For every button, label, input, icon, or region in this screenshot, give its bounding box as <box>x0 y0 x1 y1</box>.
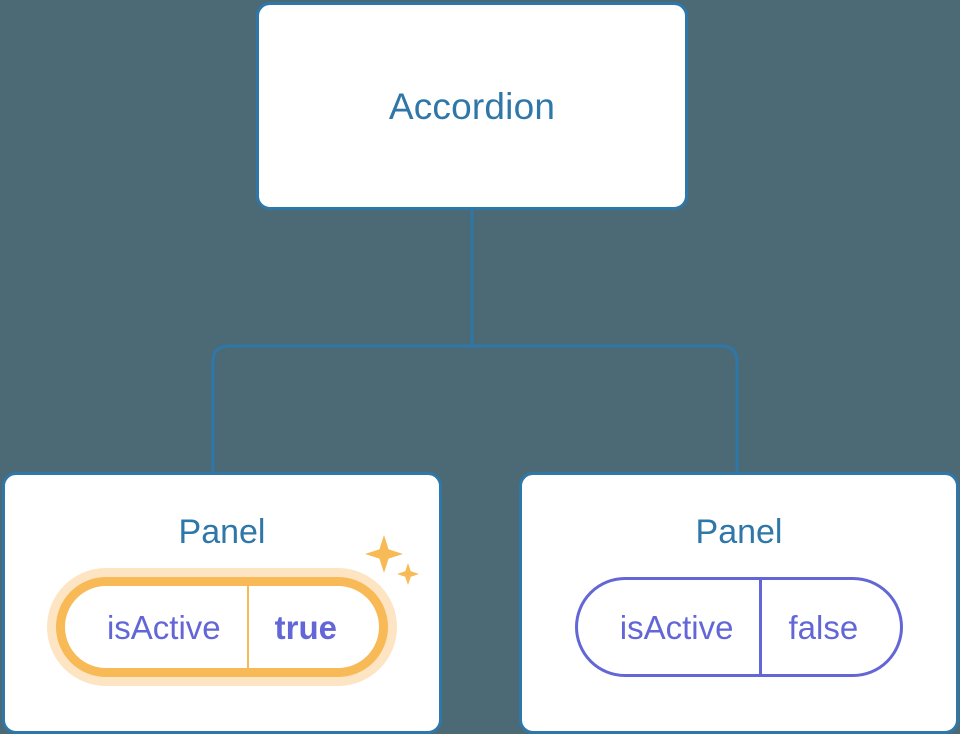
node-accordion-title: Accordion <box>388 85 556 127</box>
prop-pill-2-key: isActive <box>619 608 734 646</box>
prop-pill-1-key: isActive <box>106 608 221 646</box>
prop-pill-1-value: true <box>246 586 379 668</box>
node-accordion[interactable]: Accordion <box>256 2 688 210</box>
sparkle-group <box>365 535 420 585</box>
node-panel-1-title: Panel <box>178 513 266 551</box>
sparkle-small-icon <box>397 563 420 585</box>
prop-pill-1-body[interactable]: isActive true <box>55 577 389 677</box>
connector-branch-right <box>472 344 739 472</box>
connector-branch-left <box>211 344 472 472</box>
prop-pill-2-value: false <box>759 580 900 674</box>
node-panel-1[interactable]: Panel isActive true <box>2 472 442 734</box>
node-panel-2-title: Panel <box>695 513 783 551</box>
prop-pill-1[interactable]: isActive true <box>55 535 420 677</box>
node-panel-2[interactable]: Panel isActive false <box>519 472 959 734</box>
sparkle-large-icon <box>365 535 404 573</box>
prop-pill-2-body[interactable]: isActive false <box>574 577 904 677</box>
prop-pill-2[interactable]: isActive false <box>574 577 904 677</box>
